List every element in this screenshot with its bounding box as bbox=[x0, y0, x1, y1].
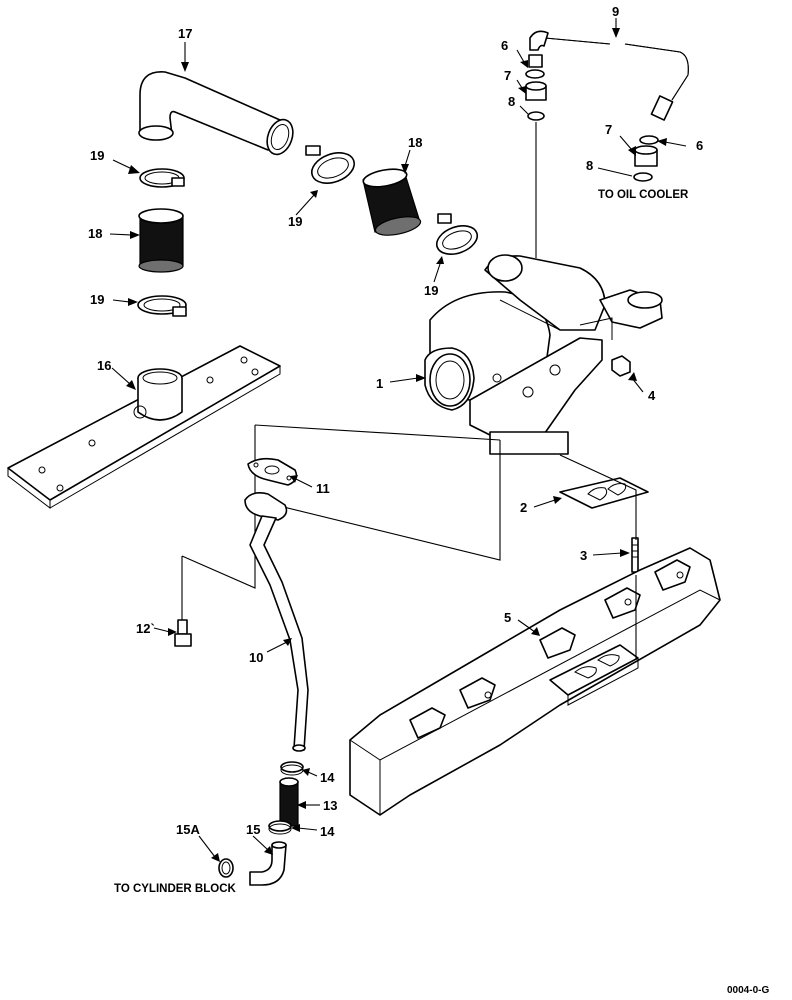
label-12: 12` bbox=[136, 621, 155, 636]
label-17: 17 bbox=[178, 26, 192, 41]
part-19-hose-clamp-upper-left bbox=[139, 168, 185, 188]
part-16-intake-plate bbox=[7, 345, 281, 510]
part-15a-o-ring bbox=[218, 858, 234, 878]
label-7-upper: 7 bbox=[504, 68, 511, 83]
label-5: 5 bbox=[504, 610, 511, 625]
note-to-oil-cooler: TO OIL COOLER bbox=[598, 189, 689, 201]
label-10: 10 bbox=[249, 650, 263, 665]
part-19-hose-clamp-lower-center bbox=[435, 213, 479, 255]
label-14-lower: 14 bbox=[320, 824, 335, 839]
part-labels: 17 19 18 19 16 19 18 19 9 6 7 8 7 6 8 TO… bbox=[88, 4, 769, 996]
note-to-cylinder-block: TO CYLINDER BLOCK bbox=[114, 883, 237, 895]
part-18-hose-sleeve-center bbox=[362, 168, 422, 236]
label-1: 1 bbox=[376, 376, 383, 391]
part-17-elbow-hose bbox=[138, 71, 294, 156]
label-7-right: 7 bbox=[605, 122, 612, 137]
label-19-center-upper: 19 bbox=[288, 214, 302, 229]
label-19-lower-left: 19 bbox=[90, 292, 104, 307]
part-14-clamp-upper bbox=[280, 761, 304, 776]
leader-lines bbox=[109, 18, 687, 862]
part-6-7-8-fittings-upper bbox=[525, 54, 547, 121]
part-18-hose-sleeve-left bbox=[138, 208, 184, 273]
part-2-turbo-gasket bbox=[559, 477, 649, 509]
part-12-bolt bbox=[174, 619, 192, 647]
label-14-upper: 14 bbox=[320, 770, 335, 785]
label-18-center: 18 bbox=[408, 135, 422, 150]
label-3: 3 bbox=[580, 548, 587, 563]
label-13: 13 bbox=[323, 798, 337, 813]
label-19-center-lower: 19 bbox=[424, 283, 438, 298]
part-10-oil-drain-tube bbox=[244, 492, 309, 752]
label-19-upper-left: 19 bbox=[90, 148, 104, 163]
label-15a: 15A bbox=[176, 822, 200, 837]
part-6-7-8-fittings-right bbox=[633, 135, 659, 182]
label-11: 11 bbox=[316, 481, 330, 496]
label-15: 15 bbox=[246, 822, 260, 837]
label-8-right: 8 bbox=[586, 158, 593, 173]
label-16: 16 bbox=[97, 358, 111, 373]
label-9: 9 bbox=[612, 4, 619, 19]
part-14-clamp-lower bbox=[268, 820, 292, 835]
label-18-left: 18 bbox=[88, 226, 102, 241]
part-5-exhaust-manifold bbox=[349, 547, 721, 816]
part-3-stud bbox=[631, 537, 639, 573]
part-19-hose-clamp-lower-left bbox=[137, 295, 187, 317]
label-4: 4 bbox=[648, 388, 656, 403]
part-9-oil-supply-line bbox=[529, 30, 689, 121]
part-15-elbow-tube bbox=[249, 841, 287, 886]
label-8-upper: 8 bbox=[508, 94, 515, 109]
part-19-hose-clamp-upper-center bbox=[305, 145, 356, 184]
label-6-upper: 6 bbox=[501, 38, 508, 53]
part-1-turbocharger bbox=[424, 254, 663, 455]
label-2: 2 bbox=[520, 500, 527, 515]
part-4-nut bbox=[611, 355, 631, 377]
part-13-drain-hose bbox=[279, 777, 299, 827]
label-6-right: 6 bbox=[696, 138, 703, 153]
figure-code: 0004-0-G bbox=[727, 985, 769, 996]
